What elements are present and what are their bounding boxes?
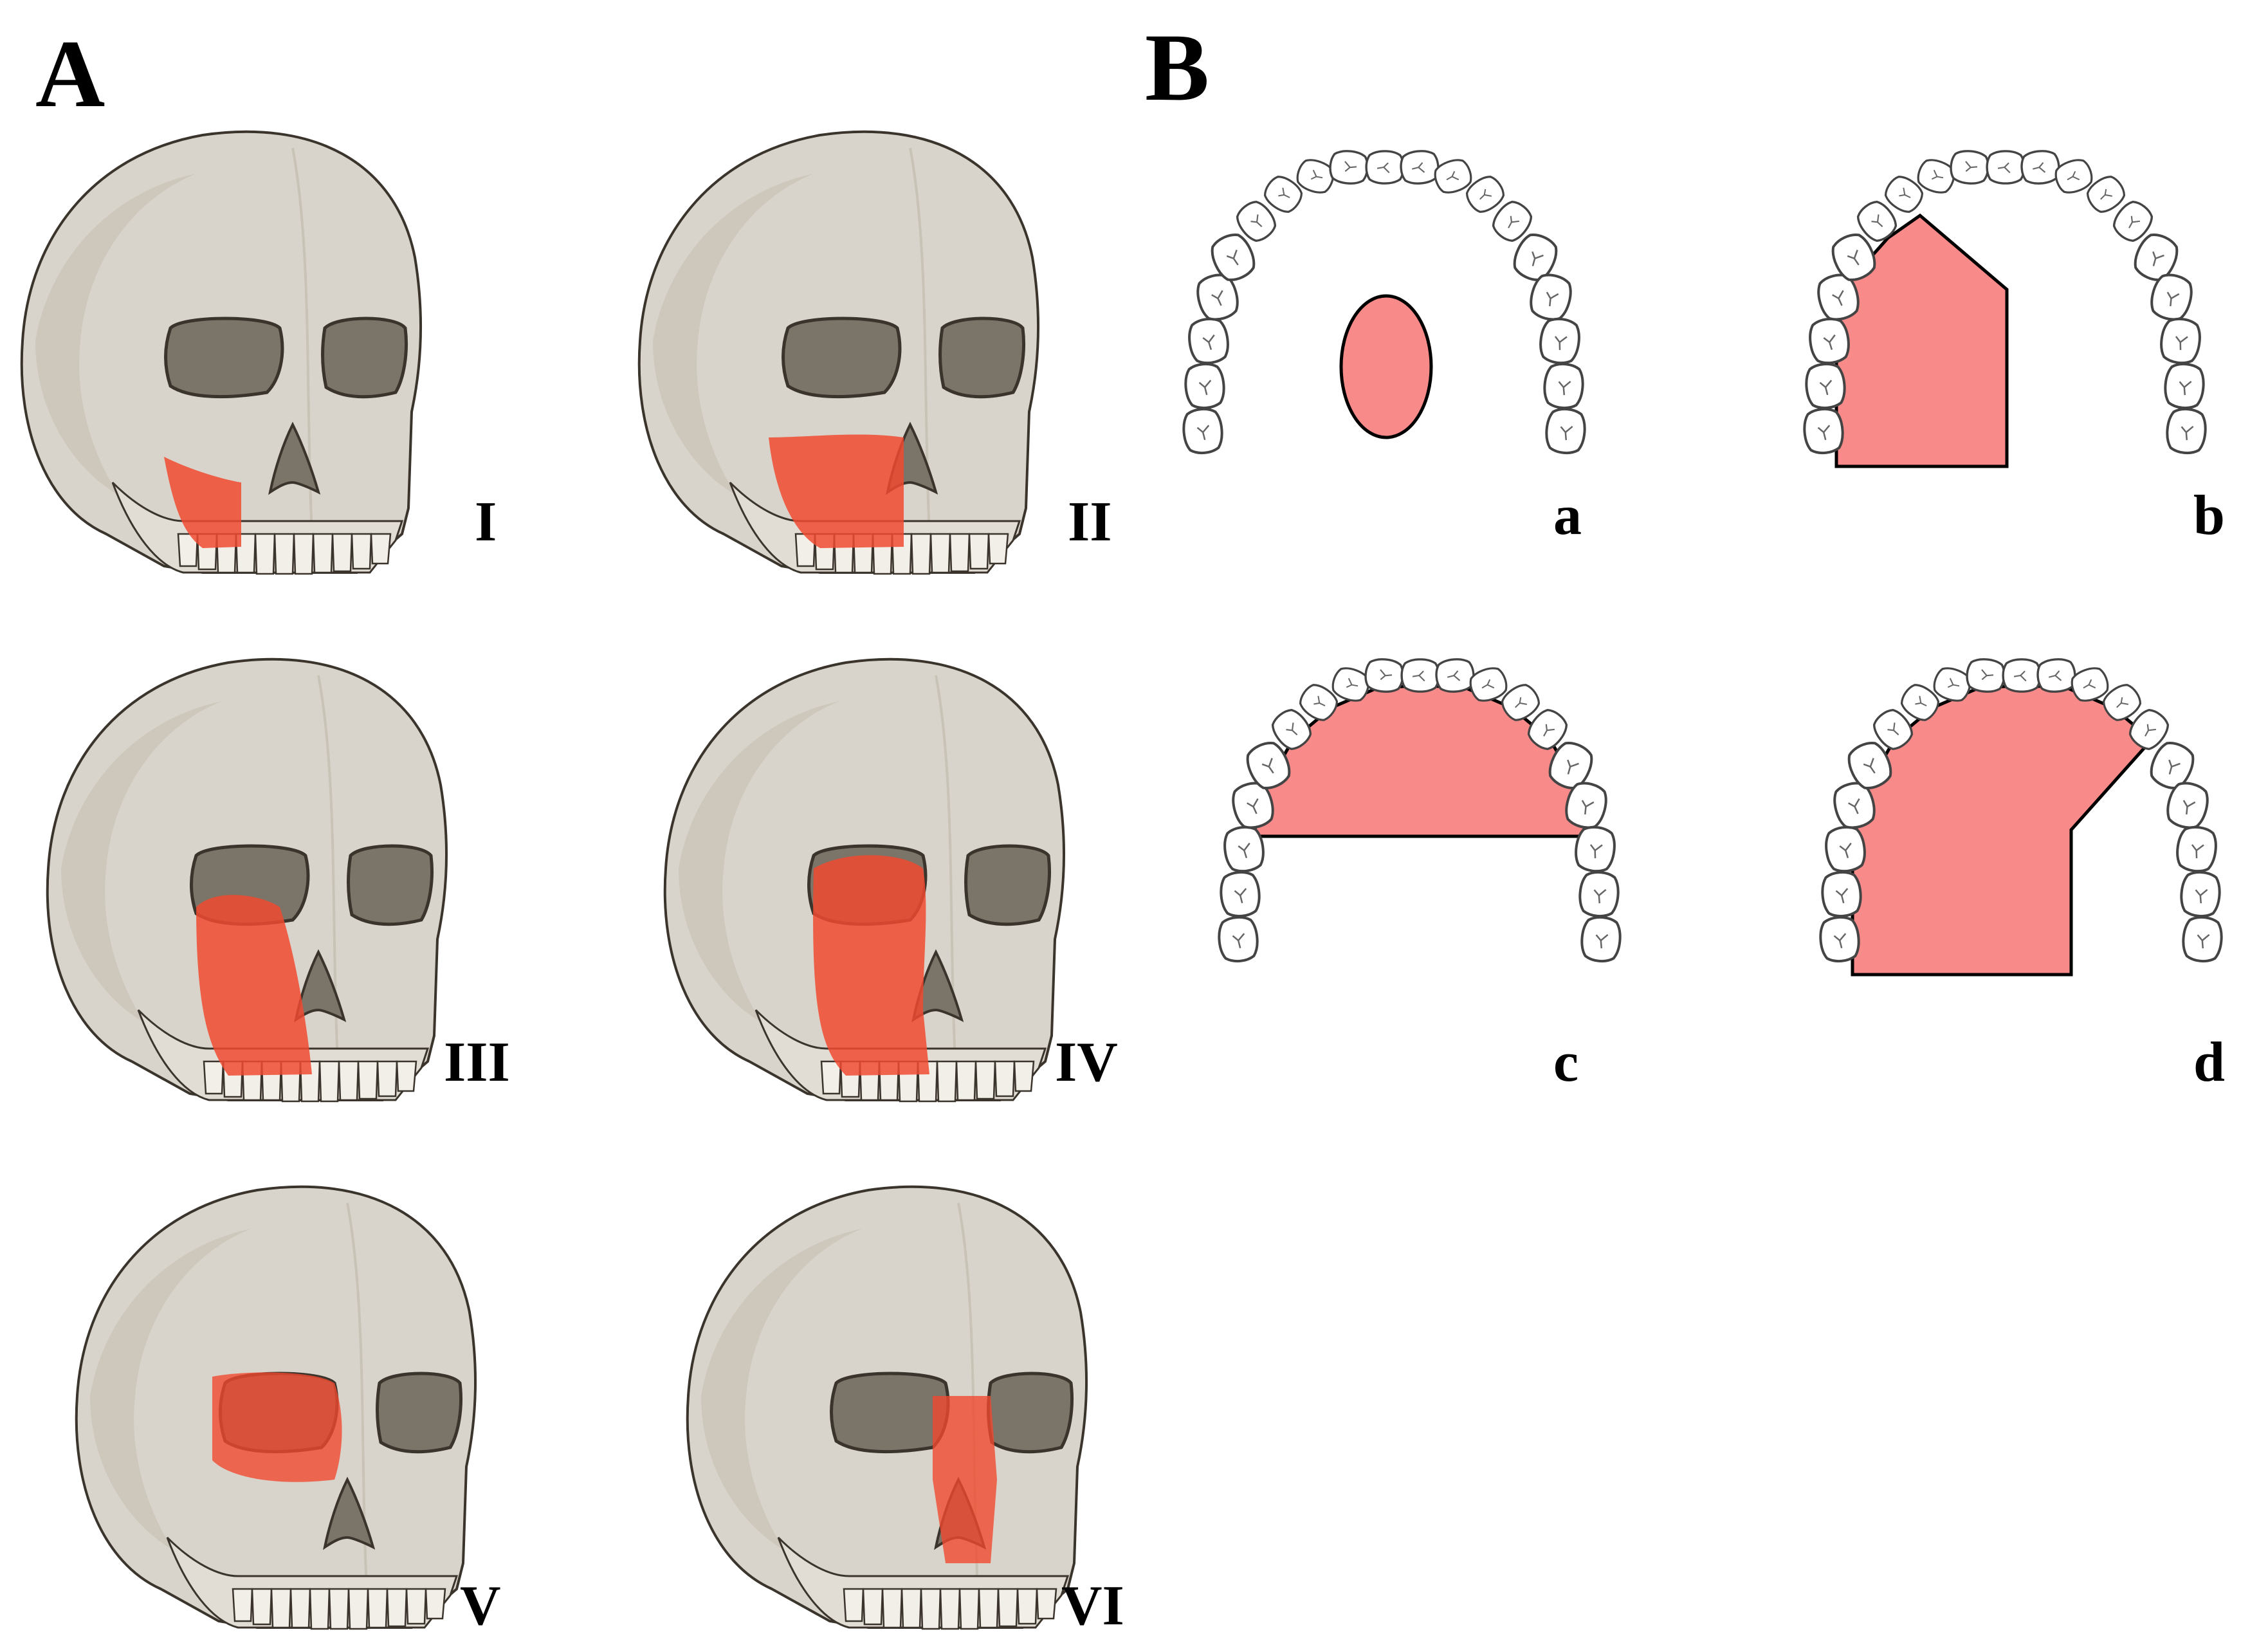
arch-b bbox=[1803, 150, 2208, 468]
defect-region-III bbox=[196, 895, 312, 1076]
defect-region-V bbox=[212, 1372, 342, 1482]
arch-label-c: c bbox=[1553, 1031, 1578, 1094]
skull-label-I: I bbox=[475, 491, 497, 553]
arch-c bbox=[1218, 658, 1622, 963]
arch-a bbox=[1182, 150, 1587, 455]
skull-label-II: II bbox=[1068, 491, 1112, 553]
arch-label-b: b bbox=[2193, 484, 2225, 547]
skull-label-VI: VI bbox=[1061, 1575, 1124, 1637]
arch-label-a: a bbox=[1553, 484, 1582, 547]
panel-letter-a: A bbox=[35, 21, 105, 127]
skull-VI bbox=[688, 1187, 1086, 1629]
skull-I bbox=[22, 132, 421, 574]
defect-region-I bbox=[164, 457, 241, 548]
arch-label-d: d bbox=[2193, 1031, 2225, 1094]
skull-V bbox=[77, 1187, 475, 1629]
panel-letter-b: B bbox=[1145, 14, 1209, 121]
defect-region-II bbox=[769, 434, 904, 548]
skull-IV bbox=[665, 659, 1064, 1101]
skull-label-IV: IV bbox=[1055, 1031, 1118, 1094]
skull-label-III: III bbox=[444, 1031, 510, 1094]
arch-d bbox=[1819, 658, 2224, 977]
defect-region-VI bbox=[933, 1396, 997, 1563]
skull-label-V: V bbox=[460, 1575, 501, 1637]
skull-II bbox=[639, 132, 1038, 574]
defect-region-IV bbox=[813, 855, 929, 1076]
palate-defect-a bbox=[1339, 294, 1433, 439]
skull-III bbox=[48, 659, 446, 1101]
